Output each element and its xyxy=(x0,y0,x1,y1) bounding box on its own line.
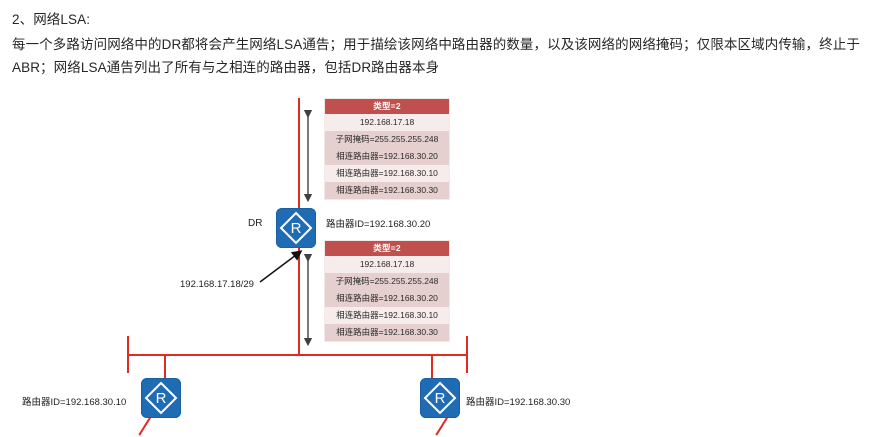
network-bus-end-tick-left xyxy=(127,336,129,373)
router-icon-left: R xyxy=(141,378,181,418)
label-router-id-right: 路由器ID=192.168.30.30 xyxy=(466,397,571,408)
lsa-table-header: 类型=2 xyxy=(325,241,449,256)
lsa-table-row: 相连路由器=192.168.30.10 xyxy=(325,307,449,324)
svg-text:R: R xyxy=(291,220,302,237)
router-diamond-glyph: R xyxy=(423,381,457,415)
lsa-table-row: 相连路由器=192.168.30.30 xyxy=(325,324,449,341)
label-subnet-annotation: 192.168.17.18/29 xyxy=(180,279,254,290)
lsa-table-row: 子网掩码=255.255.255.248 xyxy=(325,131,449,148)
lsa-table-row: 相连路由器=192.168.30.10 xyxy=(325,165,449,182)
label-router-id-dr: 路由器ID=192.168.30.20 xyxy=(326,219,431,230)
network-bus-line-horizontal xyxy=(127,354,468,356)
router-diamond-glyph: R xyxy=(144,381,178,415)
network-bus-end-tick-right xyxy=(466,336,468,373)
article-text-block: 2、网络LSA: 每一个多路访问网络中的DR都将会产生网络LSA通告；用于描绘该… xyxy=(12,8,862,79)
router-icon-dr: R xyxy=(276,208,316,248)
label-router-id-left: 路由器ID=192.168.30.10 xyxy=(22,397,127,408)
router-diamond-glyph: R xyxy=(279,211,313,245)
lsa-table-row: 192.168.17.18 xyxy=(325,256,449,273)
network-drop-line-left xyxy=(164,354,166,378)
network-lsa-table-bottom: 类型=2 192.168.17.18 子网掩码=255.255.255.248 … xyxy=(324,240,450,342)
section-body-text: 每一个多路访问网络中的DR都将会产生网络LSA通告；用于描绘该网络中路由器的数量… xyxy=(12,37,860,75)
network-drop-line-right xyxy=(431,354,433,378)
lsa-scope-arrow-upper xyxy=(303,109,313,203)
subnet-annotation-pointer-arrow xyxy=(259,250,303,283)
label-dr: DR xyxy=(248,218,263,229)
svg-text:R: R xyxy=(156,390,167,407)
lsa-table-row: 相连路由器=192.168.30.20 xyxy=(325,148,449,165)
lsa-scope-arrow-lower xyxy=(303,253,313,347)
lsa-table-header: 类型=2 xyxy=(325,99,449,114)
network-lsa-table-top: 类型=2 192.168.17.18 子网掩码=255.255.255.248 … xyxy=(324,98,450,200)
network-lsa-diagram: 类型=2 192.168.17.18 子网掩码=255.255.255.248 … xyxy=(0,88,875,437)
lsa-table-row: 子网掩码=255.255.255.248 xyxy=(325,273,449,290)
lsa-table-row: 相连路由器=192.168.30.30 xyxy=(325,182,449,199)
lsa-table-row: 相连路由器=192.168.30.20 xyxy=(325,290,449,307)
svg-text:R: R xyxy=(435,390,446,407)
section-heading: 2、网络LSA: xyxy=(12,12,91,27)
lsa-table-row: 192.168.17.18 xyxy=(325,114,449,131)
router-icon-right: R xyxy=(420,378,460,418)
